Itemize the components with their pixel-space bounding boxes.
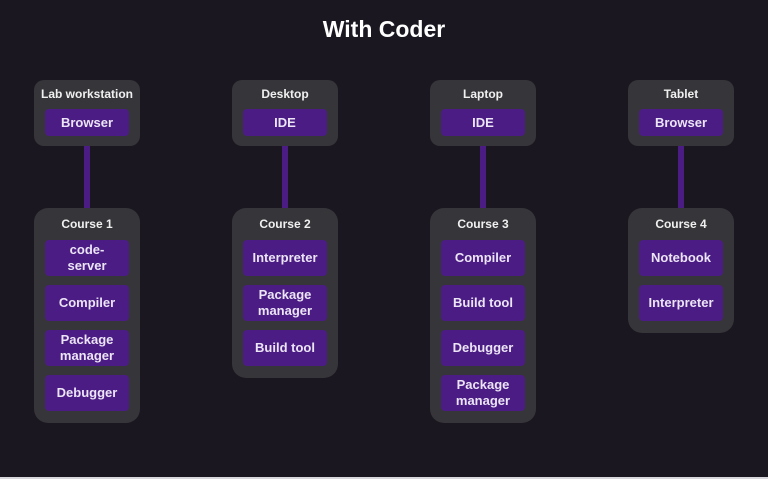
device-label: Desktop	[261, 87, 309, 101]
tool-chip: Build tool	[243, 330, 327, 366]
course-label: Course 2	[259, 217, 311, 231]
client-chip: IDE	[441, 109, 525, 136]
client-chip: Browser	[45, 109, 129, 136]
device-label: Lab workstation	[40, 87, 133, 101]
tool-chip: Package manager	[45, 330, 129, 366]
tool-chip: Notebook	[639, 240, 723, 276]
bottom-border	[0, 477, 768, 479]
connector-line	[282, 146, 288, 208]
connector-line	[678, 146, 684, 208]
tool-chip: Interpreter	[639, 285, 723, 321]
course-label: Course 4	[655, 217, 707, 231]
connector-line	[84, 146, 90, 208]
tool-chip: Package manager	[441, 375, 525, 411]
tool-chip: Interpreter	[243, 240, 327, 276]
client-chip: IDE	[243, 109, 327, 136]
tool-chip: Compiler	[441, 240, 525, 276]
tool-chip: Build tool	[441, 285, 525, 321]
client-chip: Browser	[639, 109, 723, 136]
device-label: Laptop	[463, 87, 503, 101]
tool-chip: code-server	[45, 240, 129, 276]
tool-chip: Package manager	[243, 285, 327, 321]
device-label: Tablet	[663, 87, 699, 101]
tool-chip: Compiler	[45, 285, 129, 321]
course-label: Course 3	[457, 217, 509, 231]
tool-chip: Debugger	[441, 330, 525, 366]
diagram-title: With Coder	[322, 16, 446, 42]
tool-chip: Debugger	[45, 375, 129, 411]
course-label: Course 1	[61, 217, 113, 231]
connector-line	[480, 146, 486, 208]
